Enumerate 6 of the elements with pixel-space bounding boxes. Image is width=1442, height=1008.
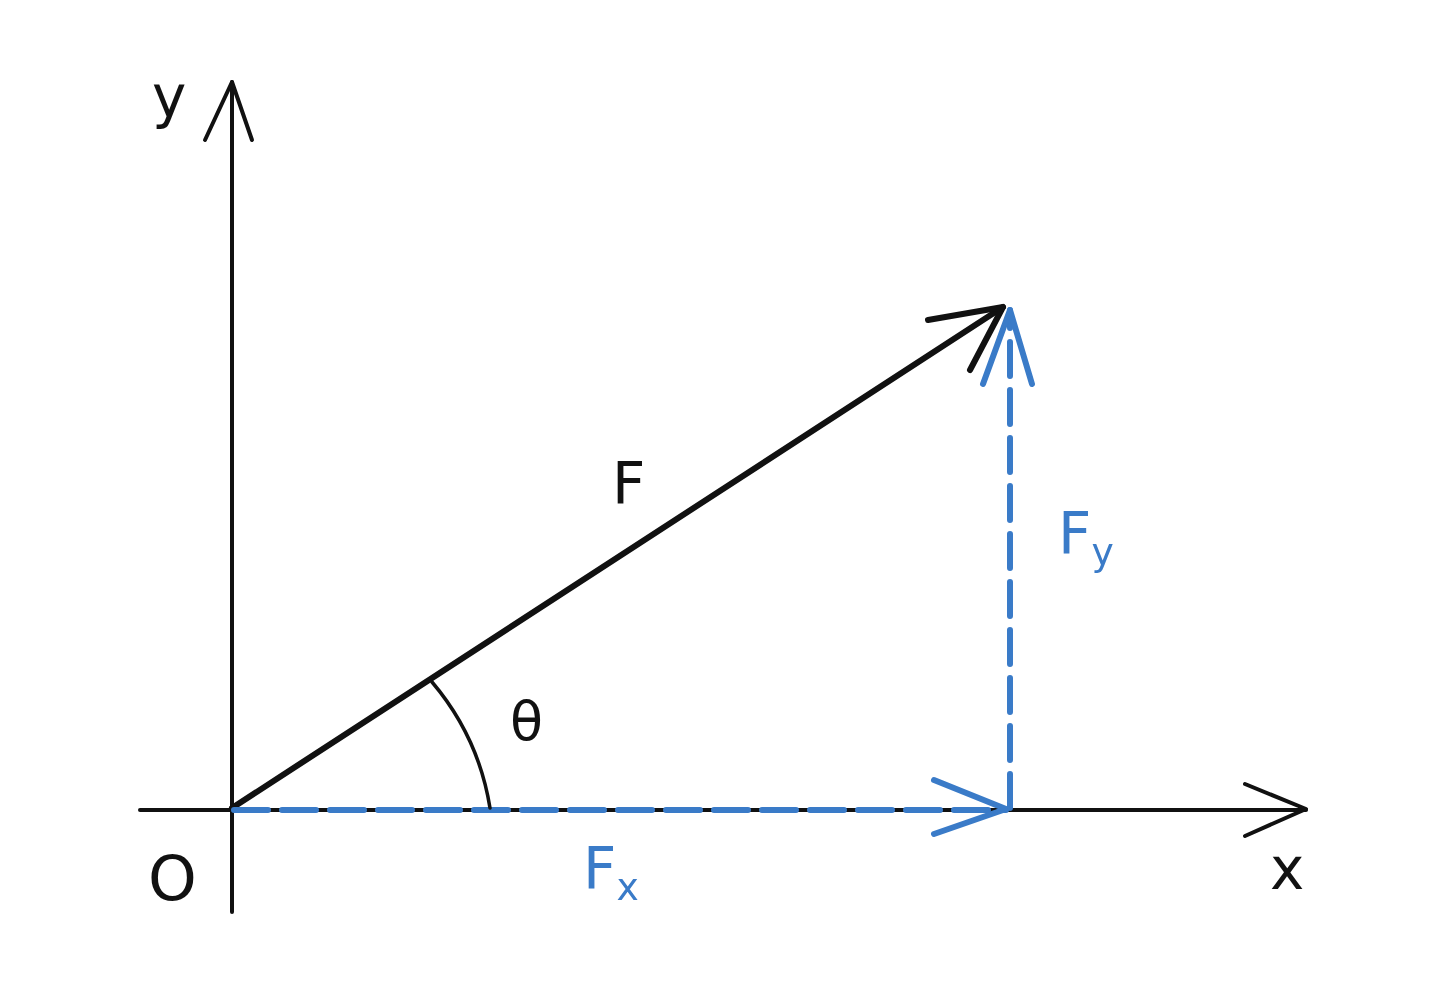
- vector-label: F$_{y}$: [1058, 505, 1114, 572]
- origin-label: O: [148, 848, 197, 910]
- vector-label: F$_{x}$: [583, 840, 639, 907]
- angle-label: θ: [510, 695, 544, 749]
- axis-label: x: [1270, 840, 1305, 898]
- vector-label: F: [612, 455, 646, 513]
